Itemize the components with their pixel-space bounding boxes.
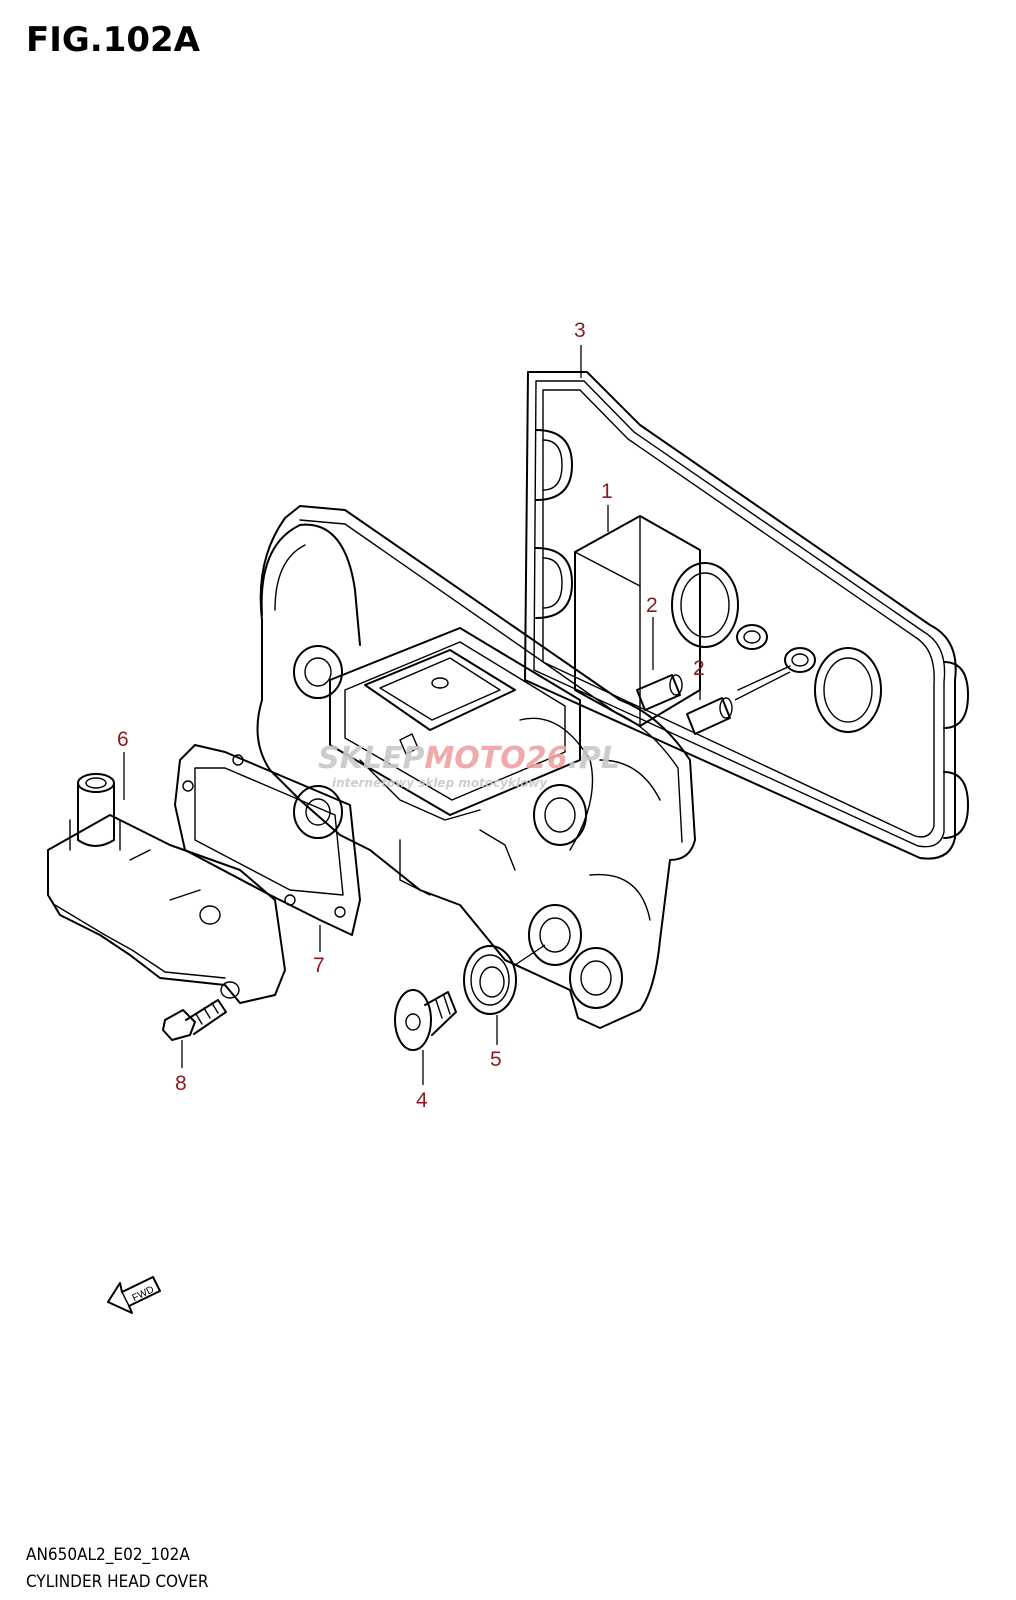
callout-1: 1 bbox=[601, 480, 613, 503]
callout-5: 5 bbox=[490, 1048, 502, 1071]
head-cover-gasket bbox=[524, 371, 969, 860]
plug-tube-seals bbox=[636, 562, 882, 735]
callout-8: 8 bbox=[175, 1072, 187, 1095]
bolt bbox=[162, 999, 227, 1041]
watermark-brand-2: MOTO bbox=[424, 741, 525, 776]
svg-text:SKLEPMOTO26.PL: SKLEPMOTO26.PL bbox=[318, 741, 620, 776]
fwd-arrow: FWD bbox=[107, 1276, 161, 1314]
seal-washer bbox=[463, 945, 517, 1015]
watermark-brand-1: SKLEP bbox=[318, 741, 424, 776]
watermark-tagline: internetowy sklep motocyklowy bbox=[332, 776, 548, 790]
breather-cover bbox=[47, 773, 286, 1004]
watermark-brand-4: .PL bbox=[568, 741, 621, 776]
callout-7: 7 bbox=[313, 954, 325, 977]
figure-title: FIG.102A bbox=[26, 20, 200, 60]
screw bbox=[394, 989, 457, 1051]
callout-6: 6 bbox=[117, 728, 129, 751]
figure-name: CYLINDER HEAD COVER bbox=[26, 1572, 209, 1592]
fwd-label: FWD bbox=[131, 1284, 156, 1304]
watermark: SKLEPMOTO26.PL internetowy sklep motocyk… bbox=[318, 741, 620, 790]
breather-cover-gasket bbox=[174, 744, 361, 936]
figure-code: AN650AL2_E02_102A bbox=[26, 1545, 190, 1565]
callout-2-lower: 2 bbox=[693, 657, 705, 680]
callout-2-upper: 2 bbox=[646, 594, 658, 617]
callout-3: 3 bbox=[574, 319, 586, 342]
leader-lines bbox=[123, 345, 791, 1085]
callout-4: 4 bbox=[416, 1089, 428, 1112]
watermark-brand-3: 26 bbox=[526, 741, 568, 776]
spark-plug-seal-block bbox=[574, 515, 701, 727]
cylinder-head-cover-body bbox=[256, 505, 696, 1029]
